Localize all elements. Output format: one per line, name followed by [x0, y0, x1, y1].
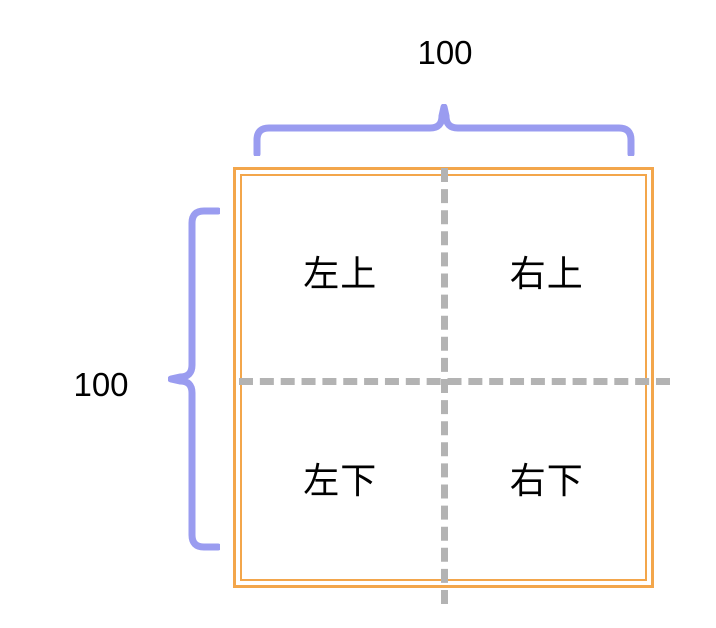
quadrant-top-left-label: 左上: [303, 253, 378, 295]
quadrant-top-left: 左上: [237, 171, 444, 378]
quadrant-grid: 左上 右上 左下 右下: [237, 171, 650, 584]
height-dimension-label: 100: [73, 366, 129, 403]
curly-brace-vertical-icon: [167, 206, 222, 557]
width-dimension-label: 100: [417, 34, 473, 71]
quadrant-bottom-left-label: 左下: [303, 459, 378, 501]
quadrant-top-right: 右上: [444, 171, 651, 378]
quadrant-bottom-right-label: 右下: [509, 459, 584, 501]
divider-horizontal-dashed: [239, 378, 670, 385]
quadrant-bottom-right: 右下: [444, 378, 651, 585]
quadrant-top-right-label: 右上: [509, 253, 584, 295]
quadrant-bottom-left: 左下: [237, 378, 444, 585]
curly-brace-horizontal-icon: [252, 103, 636, 161]
divider-vertical-dashed: [441, 168, 448, 604]
